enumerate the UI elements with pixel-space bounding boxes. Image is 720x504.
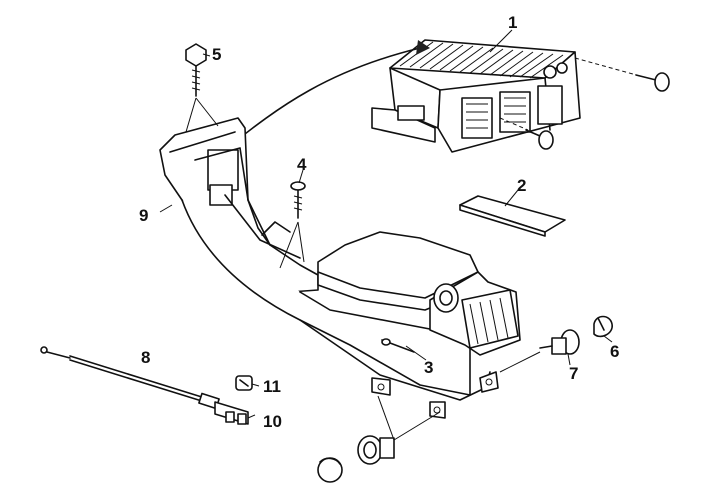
callout-11: 11 <box>263 377 281 396</box>
callout-5: 5 <box>212 45 221 64</box>
lower-socket <box>357 395 441 465</box>
part-1-control-unit <box>371 39 581 153</box>
callout-10: 10 <box>263 412 282 431</box>
cap <box>317 457 343 483</box>
part-5-bolt <box>185 43 219 133</box>
callout-8: 8 <box>141 348 150 367</box>
callout-2: 2 <box>517 176 526 195</box>
part-8-cable <box>40 346 220 410</box>
part-9-console <box>159 40 521 419</box>
part-6-clip <box>593 315 613 338</box>
screw-lower <box>499 117 554 150</box>
callout-labels: 1 2 3 4 5 6 7 8 9 10 11 <box>139 13 619 431</box>
callout-3: 3 <box>424 358 433 377</box>
part-2-pad <box>459 195 566 237</box>
callout-1: 1 <box>508 13 517 32</box>
leader-lines <box>159 29 613 419</box>
callout-6: 6 <box>610 342 619 361</box>
callout-7: 7 <box>569 364 578 383</box>
part-4-screw <box>279 181 306 269</box>
part-10-bracket <box>214 401 249 425</box>
callout-4: 4 <box>297 155 307 174</box>
part-7-socket <box>499 329 580 373</box>
callout-9: 9 <box>139 206 148 225</box>
screw-upper-right <box>574 57 670 92</box>
part-11-clip <box>235 375 253 391</box>
